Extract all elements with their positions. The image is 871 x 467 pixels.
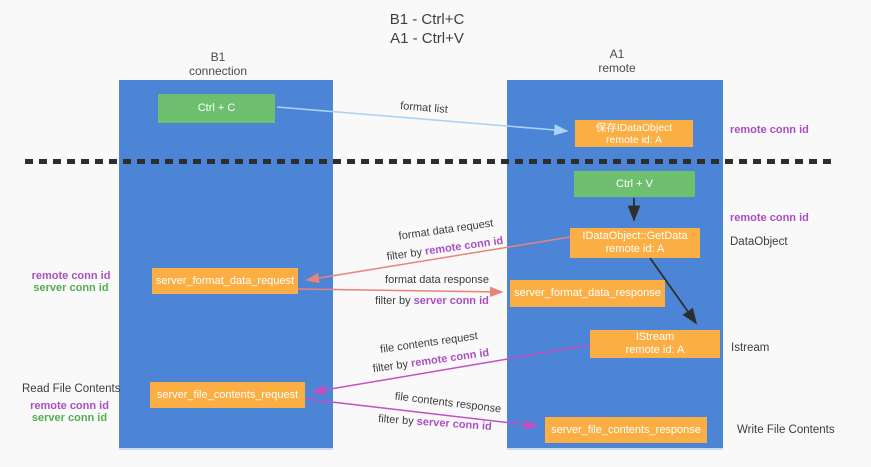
annotation-remote-conn-id: remote conn id [30, 400, 109, 412]
node-server-format-data-response: server_format_data_response [510, 280, 665, 307]
filter-id-remote-conn-id: remote conn id [410, 346, 490, 370]
annotation-read-file-contents: Read File Contents [22, 383, 121, 395]
node-istream: IStream remote id: A [590, 330, 720, 358]
title-line-2: A1 - Ctrl+V [390, 30, 464, 47]
annotation-server-conn-id: server conn id [33, 282, 109, 294]
filter-prefix: filter by [386, 246, 423, 264]
server-file-contents-request-label: server_file_contents_request [156, 388, 299, 401]
label-filter-file-response: filter by server conn id [378, 413, 492, 433]
title-line-1: B1 - Ctrl+C [389, 11, 465, 28]
filter-prefix: filter by [377, 413, 415, 428]
diagram-title: B1 - Ctrl+C A1 - Ctrl+V [390, 10, 465, 48]
istream-line2: remote id: A [625, 344, 685, 356]
filter-prefix: filter by [375, 295, 411, 307]
phase-separator-dashed-line [25, 159, 831, 164]
filter-prefix: filter by [372, 358, 409, 376]
getdata-line1: IDataObject::GetData [582, 230, 688, 242]
node-server-format-data-request: server_format_data_request [152, 268, 298, 294]
server-file-contents-response-label: server_file_contents_response [551, 423, 701, 436]
b1-name: B1 [210, 50, 226, 64]
filter-id-server-conn-id: server conn id [413, 295, 489, 307]
ctrl-v-label: Ctrl + V [616, 177, 653, 190]
label-format-list: format list [399, 100, 449, 116]
a1-name: A1 [609, 47, 625, 61]
server-format-data-request-label: server_format_data_request [155, 274, 295, 287]
lifeline-header-b1: B1 connection [189, 50, 247, 78]
annotation-left-file-ids: Read File Contents remote conn id server… [22, 383, 121, 424]
annotation-write-file-contents: Write File Contents [737, 424, 835, 436]
filter-id-server-conn-id: server conn id [416, 415, 493, 433]
annotation-remote-conn-id-save: remote conn id [730, 124, 809, 136]
save-idataobject-line2: remote id: A [605, 133, 663, 146]
ctrl-c-label: Ctrl + C [197, 102, 236, 114]
node-server-file-contents-response: server_file_contents_response [545, 417, 707, 443]
label-file-contents-response: file contents response [394, 390, 502, 416]
lifeline-header-a1: A1 remote [598, 47, 635, 75]
annotation-left-format-ids: remote conn id server conn id [28, 270, 114, 294]
annotation-istream: Istream [731, 342, 770, 354]
annotation-server-conn-id: server conn id [31, 412, 108, 424]
a1-subtitle: remote [598, 61, 636, 75]
getdata-line2: remote id: A [605, 243, 665, 255]
label-format-data-response: format data response [385, 274, 489, 286]
node-ctrl-v: Ctrl + V [574, 171, 695, 197]
annotation-remote-conn-id: remote conn id [31, 270, 111, 282]
save-idataobject-line1: 保存IDataObject [595, 121, 673, 134]
b1-subtitle: connection [188, 64, 248, 78]
filter-id-remote-conn-id: remote conn id [424, 234, 504, 258]
server-format-data-response-label: server_format_data_response [514, 287, 661, 299]
node-save-idataobject: 保存IDataObject remote id: A [575, 120, 693, 147]
node-server-file-contents-request: server_file_contents_request [150, 382, 305, 408]
node-ctrl-c: Ctrl + C [158, 94, 275, 123]
istream-line1: IStream [635, 331, 675, 343]
annotation-dataobject: DataObject [730, 236, 788, 248]
node-idataobject-getdata: IDataObject::GetData remote id: A [570, 228, 700, 258]
label-filter-format-response: filter by server conn id [375, 295, 489, 307]
annotation-remote-conn-id-getdata: remote conn id [730, 212, 809, 224]
